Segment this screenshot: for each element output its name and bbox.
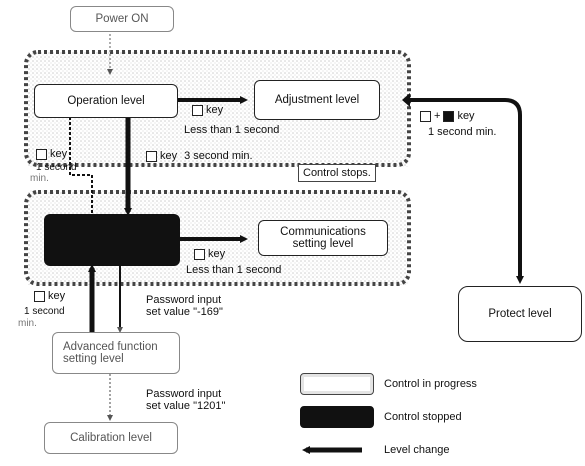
left-upper-line2: min.: [30, 173, 49, 184]
advanced-level-label: Advanced function setting level: [63, 341, 158, 365]
adjustment-level-box: Adjustment level: [254, 80, 380, 120]
calibration-level-label: Calibration level: [70, 432, 152, 444]
group-border-mid: [24, 190, 411, 286]
left-upper-line1: 1 second: [36, 162, 77, 173]
less-than-1s-top: Less than 1 second: [184, 124, 280, 136]
key-hint-3-second: key 3 second min.: [146, 150, 253, 162]
advanced-level-box: Advanced function setting level: [52, 332, 180, 374]
key-hint-left-upper: key: [36, 148, 67, 160]
operation-level-box: Operation level: [34, 84, 178, 118]
password2-line2: set value "1201": [146, 400, 226, 412]
key-label: key: [50, 148, 68, 160]
key-icon: [146, 150, 157, 162]
arrow-adjustment-protect: [410, 98, 524, 284]
less-than-1s-mid: Less than 1 second: [186, 264, 282, 276]
three-second-label: 3 second min.: [184, 150, 253, 162]
power-on-label: Power ON: [95, 13, 149, 25]
left-lower-line1: 1 second: [24, 306, 65, 317]
key-hint-protect: + key: [420, 110, 475, 122]
protect-plus: +: [434, 110, 441, 122]
key-label: key: [48, 290, 66, 302]
legend-swatch-in-progress: [300, 373, 374, 395]
left-lower-line2: min.: [18, 318, 37, 329]
group-border-top: [24, 50, 411, 167]
arrowhead-to-adjustment: [402, 93, 410, 107]
protect-level-box: Protect level: [458, 286, 582, 342]
key-icon: [192, 104, 203, 116]
adjustment-level-label: Adjustment level: [274, 94, 360, 106]
key-icon: [34, 290, 45, 302]
password1-line2: set value "-169": [146, 306, 223, 318]
password2-line1: Password input: [146, 388, 222, 400]
legend-level-change: Level change: [384, 444, 450, 456]
operation-level-label: Operation level: [67, 95, 145, 107]
communications-level-label: Communications setting level: [280, 226, 366, 250]
one-second-min-right: 1 second min.: [428, 126, 497, 138]
key-hint-left-lower: key: [34, 290, 65, 302]
legend-control-in-progress: Control in progress: [384, 378, 477, 390]
key-hint-communications: key: [194, 248, 225, 260]
calibration-level-box: Calibration level: [44, 422, 178, 454]
legend-swatch-stopped: [300, 406, 374, 428]
key-icon: [36, 148, 47, 160]
key-icon: [420, 110, 431, 122]
manual-level-box: [44, 214, 180, 266]
power-on-box: Power ON: [70, 6, 174, 32]
legend-control-stopped: Control stopped: [384, 411, 462, 423]
key-label: key: [208, 248, 226, 260]
protect-level-label: Protect level: [488, 308, 552, 320]
key-label: key: [206, 104, 224, 116]
key-icon-dark: [443, 110, 455, 122]
key-label: key: [160, 150, 178, 162]
key-hint-operation-adjustment: key: [192, 104, 223, 116]
password1-line1: Password input: [146, 294, 222, 306]
control-stops-label: Control stops.: [298, 164, 376, 182]
key-label: key: [457, 110, 475, 122]
communications-level-box: Communications setting level: [258, 220, 388, 256]
arrow-left-loop-upper: [69, 118, 93, 218]
key-icon: [194, 248, 205, 260]
